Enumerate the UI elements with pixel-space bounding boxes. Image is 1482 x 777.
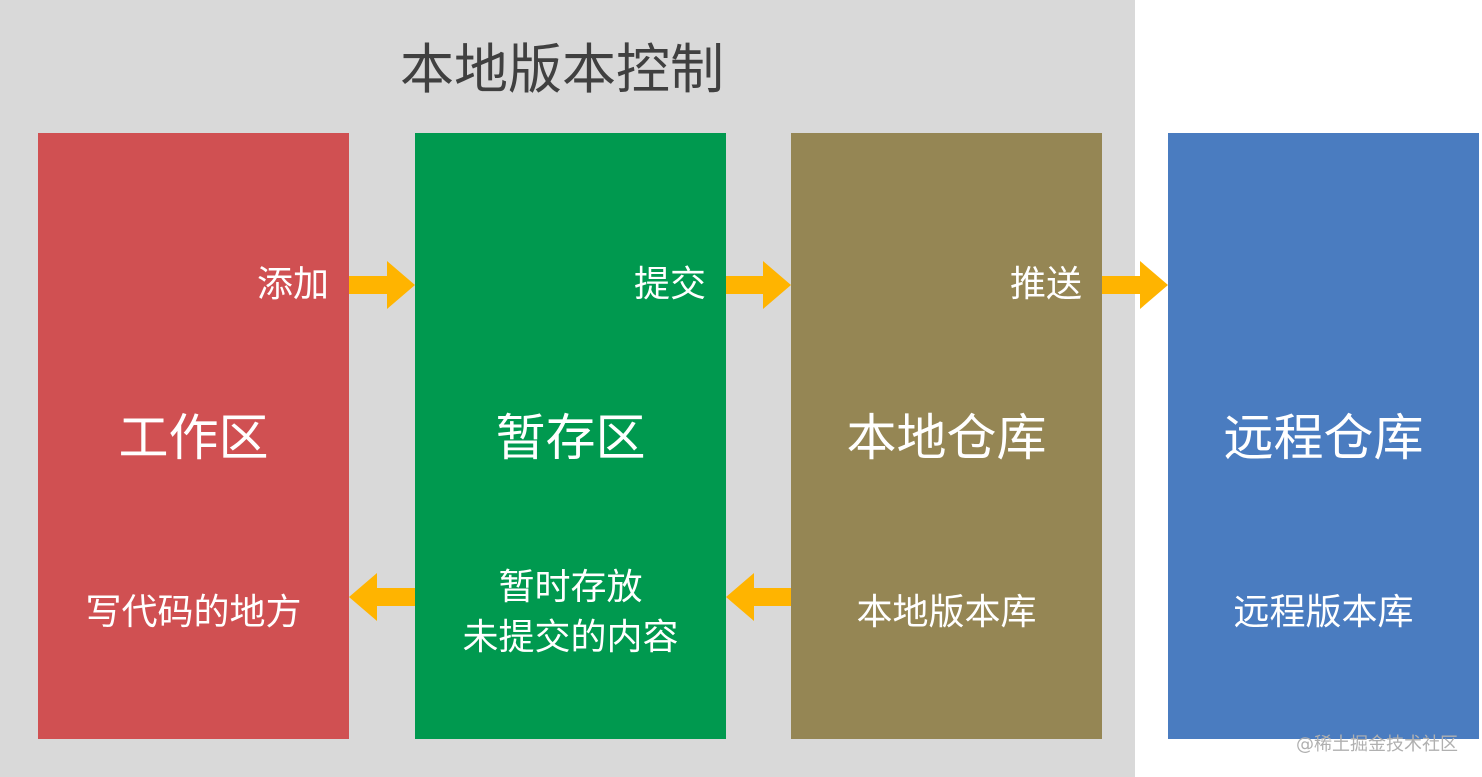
commit-arrow-icon [726, 261, 791, 309]
add-arrow-icon [349, 261, 415, 309]
remote-repository-title: 远程仓库 [1223, 409, 1424, 467]
add-action-label: 添加 [256, 264, 329, 305]
push-action-label: 推送 [1009, 264, 1082, 305]
staging-area-desc-line1: 暂时存放 [498, 567, 643, 608]
commit-action-label: 提交 [633, 264, 706, 305]
working-area-desc: 写代码的地方 [85, 592, 302, 633]
back-arrow-local-to-stage-icon [726, 573, 791, 621]
working-area-title: 工作区 [118, 409, 269, 467]
local-repository-desc: 本地版本库 [856, 592, 1037, 633]
watermark: @稀土掘金技术社区 [1296, 734, 1458, 755]
working-area-box: 添加 工作区 写代码的地方 [38, 133, 349, 739]
local-version-control-title: 本地版本控制 [400, 38, 724, 101]
local-repository-box: 推送 本地仓库 本地版本库 [791, 133, 1102, 739]
push-arrow-icon [1102, 261, 1168, 309]
local-repository-title: 本地仓库 [846, 409, 1047, 467]
remote-repository-desc: 远程版本库 [1233, 592, 1414, 633]
staging-area-box: 提交 暂存区 暂时存放 未提交的内容 [415, 133, 726, 739]
remote-repository-box: 远程仓库 远程版本库 [1168, 133, 1479, 739]
staging-area-desc-line2: 未提交的内容 [462, 617, 679, 658]
staging-area-title: 暂存区 [495, 409, 646, 467]
staging-area-desc: 暂时存放 未提交的内容 [415, 563, 726, 663]
back-arrow-stage-to-work-icon [349, 573, 415, 621]
